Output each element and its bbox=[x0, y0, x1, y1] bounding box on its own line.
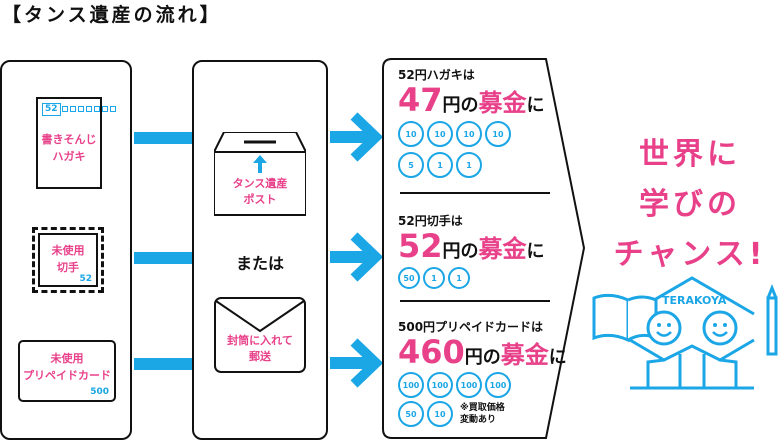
coin-row: 50 1 1 bbox=[398, 267, 558, 289]
arrow-up-icon bbox=[252, 154, 268, 174]
donation-amount: 52円の募金に bbox=[398, 227, 545, 265]
prepaid-card-label: 未使用 プリペイドカード bbox=[23, 352, 111, 382]
or-text: または bbox=[235, 254, 284, 273]
postal-code-boxes bbox=[62, 106, 116, 112]
coin-icon: 1 bbox=[456, 152, 482, 178]
coin-icon: 100 bbox=[398, 372, 424, 398]
arrow-right-icon bbox=[330, 112, 384, 162]
postcard-number: 52 bbox=[42, 103, 61, 116]
connector-bar-1 bbox=[134, 132, 192, 144]
coin-icon: 1 bbox=[448, 267, 470, 289]
coin-icon: 100 bbox=[456, 372, 482, 398]
terakoya-logo: TERAKOYA bbox=[590, 270, 784, 390]
coin-icon: 1 bbox=[423, 267, 445, 289]
coin-icon: 1 bbox=[427, 152, 453, 178]
section-divider bbox=[400, 300, 550, 302]
coin-icon: 10 bbox=[398, 121, 424, 147]
donation-amount: 460円の募金に bbox=[398, 333, 567, 371]
coin-icon: 10 bbox=[456, 121, 482, 147]
postcard-label: 書きそんじ ハガキ bbox=[41, 133, 97, 163]
page-title: 【タンス遺産の流れ】 bbox=[2, 4, 222, 26]
stamp-illustration: 未使用 切手 52 bbox=[32, 227, 104, 293]
donation-amount: 47円の募金に bbox=[398, 81, 545, 119]
stamp-number: 52 bbox=[79, 274, 92, 284]
section-divider bbox=[400, 192, 550, 194]
coin-row: 50 10 ※買取価格 変動あり bbox=[398, 401, 568, 427]
post-box-label: タンス遺産 ポスト bbox=[232, 177, 288, 206]
stamp-label: 未使用 切手 bbox=[51, 244, 85, 274]
price-note: ※買取価格 変動あり bbox=[460, 403, 505, 425]
coin-icon: 10 bbox=[485, 121, 511, 147]
coin-icon: 10 bbox=[427, 121, 453, 147]
arrow-right-icon bbox=[330, 232, 384, 282]
arrow-right-icon bbox=[330, 338, 384, 388]
envelope-illustration: 封筒に入れて 郵送 bbox=[214, 297, 306, 373]
section-prepaid: 500円プリペイドカードは 460円の募金に 100 100 100 100 5… bbox=[398, 318, 568, 427]
coin-icon: 50 bbox=[398, 267, 420, 289]
section-heading: 52円ハガキは bbox=[398, 68, 475, 82]
coin-icon: 100 bbox=[485, 372, 511, 398]
coin-icon: 50 bbox=[398, 401, 424, 427]
cta-text: 世界に 学びの チャンス! bbox=[613, 137, 767, 272]
envelope-label: 封筒に入れて 郵送 bbox=[227, 334, 293, 363]
prepaid-card-number: 500 bbox=[90, 387, 109, 397]
section-heading: 500円プリペイドカードは bbox=[398, 320, 544, 334]
coin-icon: 5 bbox=[398, 152, 424, 178]
coin-row: 10 10 10 10 bbox=[398, 121, 558, 147]
coin-icon: 100 bbox=[427, 372, 453, 398]
logo-text: TERAKOYA bbox=[662, 294, 727, 307]
coin-row: 100 100 100 100 bbox=[398, 372, 568, 398]
section-stamp: 52円切手は 52円の募金に 50 1 1 bbox=[398, 212, 558, 289]
coin-icon: 10 bbox=[427, 401, 453, 427]
postcard-illustration: 52 書きそんじ ハガキ bbox=[36, 97, 116, 189]
section-postcard: 52円ハガキは 47円の募金に 10 10 10 10 5 1 1 bbox=[398, 66, 558, 178]
connector-bar-3 bbox=[134, 358, 192, 370]
coin-row: 5 1 1 bbox=[398, 152, 558, 178]
left-panel: 52 書きそんじ ハガキ 未使用 切手 52 未使用 プリペイドカード 5 bbox=[0, 60, 132, 440]
section-heading: 52円切手は bbox=[398, 214, 463, 228]
post-box-illustration: タンス遺産 ポスト bbox=[214, 132, 306, 216]
prepaid-card-illustration: 未使用 プリペイドカード 500 bbox=[18, 340, 116, 402]
middle-panel: タンス遺産 ポスト または 封筒に入れて 郵送 bbox=[192, 60, 328, 440]
connector-bar-2 bbox=[134, 252, 192, 264]
